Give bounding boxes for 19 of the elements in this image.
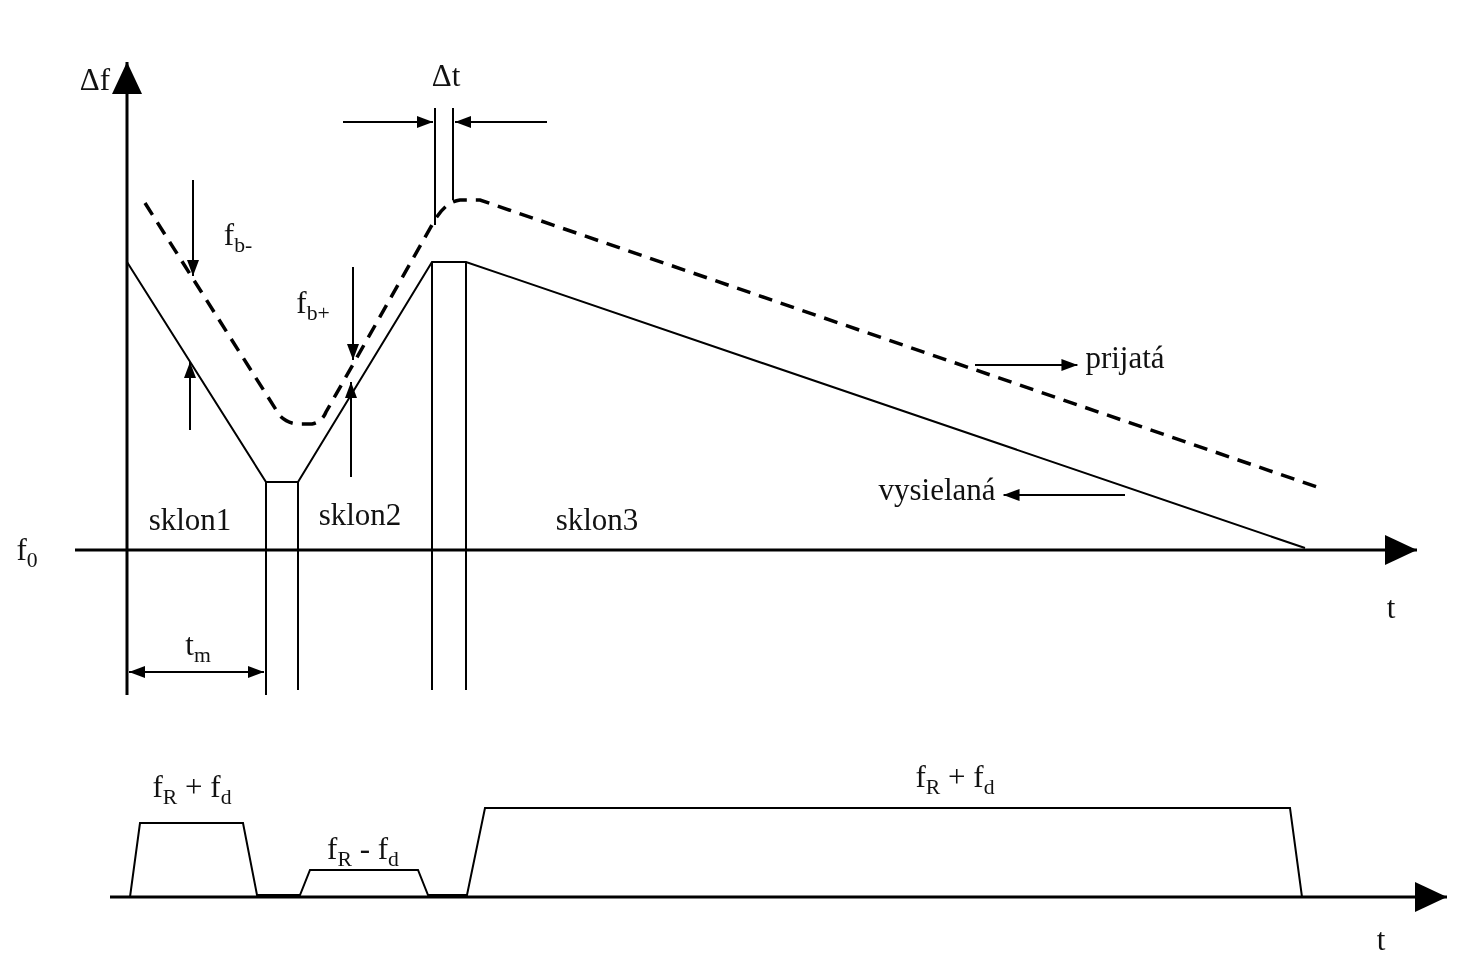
frequency-label: f$_{R}$ + f$_{d}$ [152,770,232,810]
curve-label: vysielaná [878,472,996,508]
slope-label: sklon2 [318,497,402,533]
slope-label: sklon1 [148,502,232,538]
beat-frequency-label: f$_{b-}$ [223,218,253,258]
frequency-label: f$_{R}$ + f$_{d}$ [915,760,995,800]
slope-label: sklon3 [555,502,639,538]
curve-label: prijatá [1085,340,1165,376]
dimension-label: t$_{m}$ [185,628,211,668]
frequency-label: f$_{0}$ [16,533,38,573]
transmitted-signal-curve [126,261,1306,549]
beat-frequency-label: f$_{b+}$ [296,286,330,326]
dimension-label: Δt [431,58,461,94]
leader-line [1002,489,1126,501]
axis-label: t [1386,590,1396,626]
leader-line [974,359,1079,371]
axis-label: Δf [79,62,111,98]
axis-label: t [1376,922,1386,953]
frequency-label: f$_{R}$ - f$_{d}$ [327,832,399,872]
